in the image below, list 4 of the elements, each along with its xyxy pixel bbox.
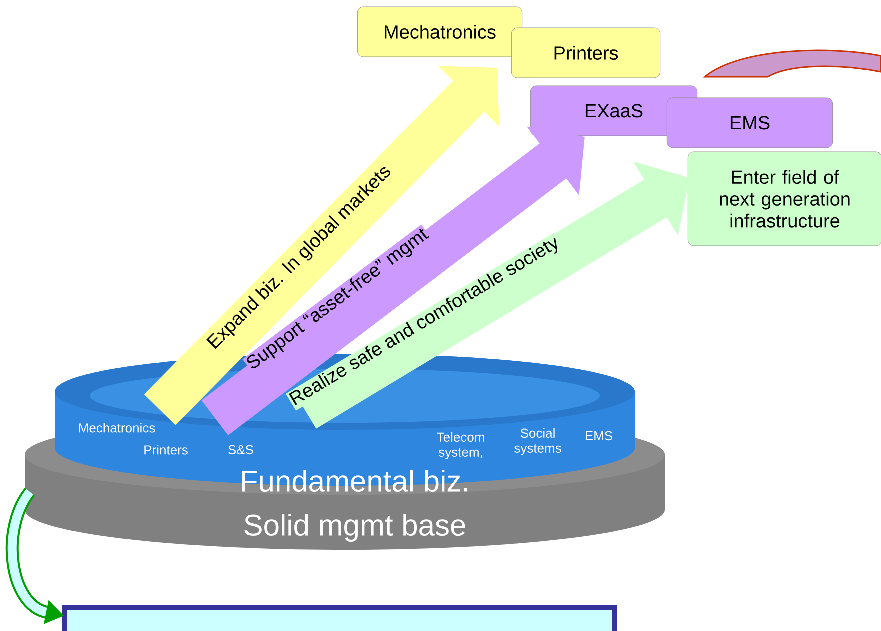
- label-box: EMS: [666, 98, 834, 148]
- label-box: Mechatronics: [357, 6, 523, 58]
- label-box: Printers: [511, 28, 661, 78]
- empty-box: [62, 605, 618, 631]
